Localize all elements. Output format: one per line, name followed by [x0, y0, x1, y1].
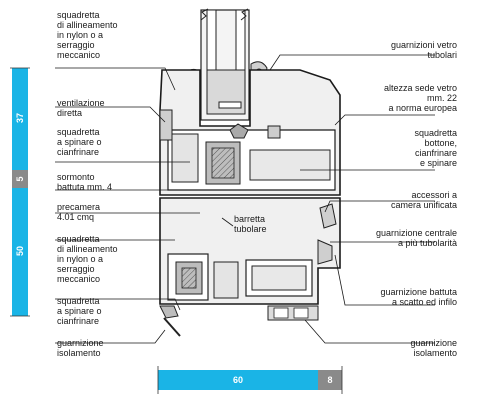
label-line: camera unificata	[390, 200, 457, 210]
vertical-dimension-bar	[10, 67, 30, 317]
label-line: cianfrinare	[414, 148, 457, 158]
label-line: squadretta	[414, 128, 457, 138]
label-line: guarnizioni vetro	[390, 40, 457, 50]
label-line: a più tubolarità	[397, 238, 457, 248]
label-line: guarnizione centrale	[375, 228, 457, 238]
label-line: serraggio	[57, 264, 95, 274]
label-line: e spinare	[419, 158, 457, 168]
dimension-37: 37	[15, 113, 25, 124]
label-line: sormonto	[57, 172, 95, 182]
label-line: ventilazione	[57, 98, 105, 108]
glass-pane	[200, 8, 250, 121]
label-line: a norma europea	[388, 103, 457, 113]
label-button-bracket: squadretta bottone, cianfrinare e spinar…	[414, 128, 457, 168]
label-line: squadretta	[57, 296, 100, 306]
isolation-gasket	[159, 305, 319, 337]
dimension-8: 8	[327, 375, 333, 385]
label-line: di allineamento	[57, 20, 118, 30]
label-line: di allineamento	[57, 244, 118, 254]
label-line: tubolari	[427, 50, 457, 60]
label-stop-gasket: guarnizione battuta a scatto ed infilo	[380, 287, 457, 307]
label-alignment-bracket-top: squadretta di allineamento in nylon o a …	[57, 10, 118, 60]
dimension-5: 5	[15, 176, 25, 182]
dimension-60: 60	[232, 375, 243, 385]
label-line: squadretta	[57, 127, 100, 137]
label-line: guarnizione	[57, 338, 104, 348]
dimension-50: 50	[15, 246, 25, 257]
label-isolation-gasket-left: guarnizione isolamento	[57, 338, 104, 358]
label-line: mm. 22	[426, 93, 457, 103]
label-pin-bracket-top: squadretta a spinare o cianfrinare	[57, 127, 102, 157]
label-glass-seat-height: altezza sede vetro mm. 22 a norma europe…	[384, 83, 457, 113]
label-line: meccanico	[57, 50, 101, 60]
label-isolation-gasket-right: guarnizione isolamento	[410, 338, 457, 358]
label-line: accessori a	[411, 190, 457, 200]
label-line: barretta	[234, 214, 266, 224]
label-line: altezza sede vetro	[383, 83, 457, 93]
label-central-gasket: guarnizione centrale a più tubolarità	[376, 228, 457, 248]
label-line: a spinare o	[57, 306, 102, 316]
label-line: 4.01 cmq	[57, 212, 95, 222]
label-line: a spinare o	[57, 137, 102, 147]
label-prechamber: precamera 4.01 cmq	[57, 202, 100, 222]
label-tubular-bar: barretta tubolare	[234, 214, 267, 234]
label-line: cianfrinare	[57, 147, 100, 157]
label-line: isolamento	[413, 348, 457, 358]
label-direct-ventilation: ventilazione diretta	[57, 98, 105, 118]
label-line: in nylon o a	[57, 30, 104, 40]
label-line: precamera	[57, 202, 101, 212]
frame-profile	[159, 197, 341, 305]
label-line: tubolare	[234, 224, 267, 234]
label-line: squadretta	[57, 10, 100, 20]
label-overlap: sormonto battuta mm. 4	[57, 172, 112, 192]
label-line: squadretta	[57, 234, 100, 244]
label-pin-bracket-bottom: squadretta a spinare o cianfrinare	[57, 296, 102, 326]
label-line: diretta	[57, 108, 83, 118]
label-unified-chamber: accessori a camera unificata	[391, 190, 457, 210]
leader-lines	[55, 54, 435, 344]
label-line: guarnizione battuta	[380, 287, 457, 297]
label-line: serraggio	[57, 40, 95, 50]
label-line: cianfrinare	[57, 316, 100, 326]
label-line: battuta mm. 4	[57, 182, 113, 192]
label-alignment-bracket-bottom: squadretta di allineamento in nylon o a …	[57, 234, 118, 284]
label-glass-gaskets: guarnizioni vetro tubolari	[391, 40, 457, 60]
label-line: in nylon o a	[57, 254, 104, 264]
horizontal-dimension-bar	[157, 366, 343, 394]
label-line: bottone,	[424, 138, 457, 148]
label-line: a scatto ed infilo	[391, 297, 457, 307]
label-line: meccanico	[57, 274, 101, 284]
label-line: guarnizione	[410, 338, 457, 348]
sash-profile	[159, 69, 341, 196]
label-line: isolamento	[57, 348, 101, 358]
